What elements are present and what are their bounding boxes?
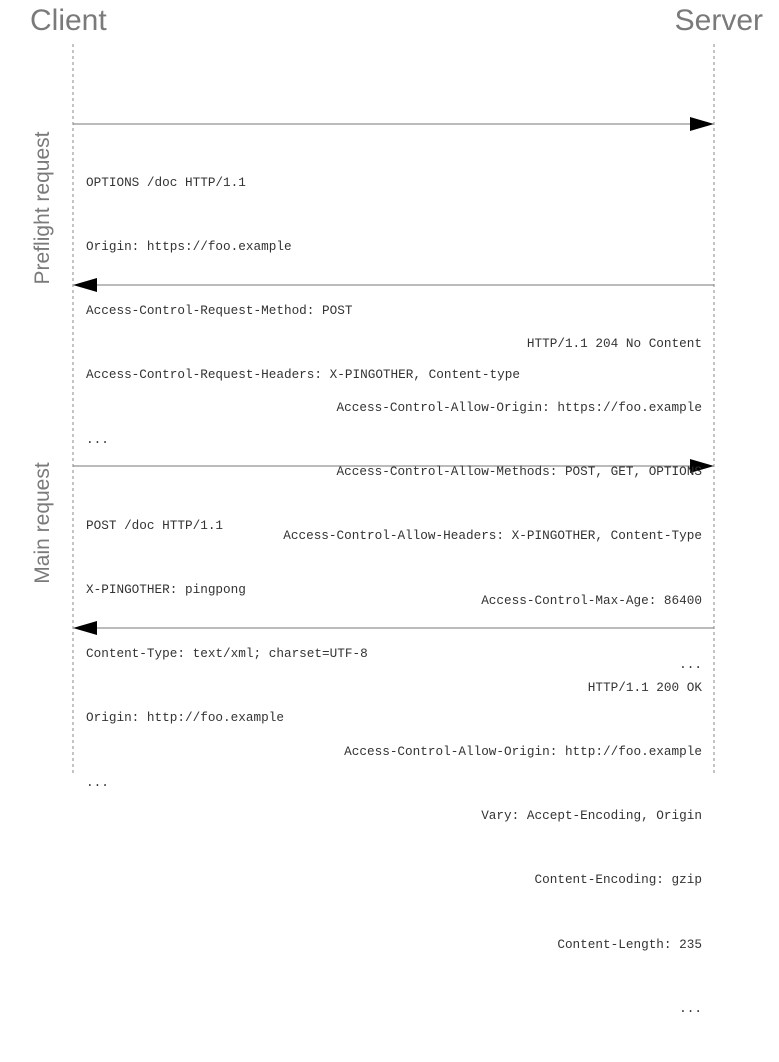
- main-response-arrow: [73, 621, 714, 635]
- message-line: HTTP/1.1 200 OK: [587, 679, 702, 695]
- message-line: ...: [679, 1000, 702, 1016]
- message-line: Access-Control-Request-Headers: X-PINGOT…: [86, 367, 520, 383]
- message-line: Access-Control-Request-Method: POST: [86, 303, 353, 319]
- message-line: Access-Control-Allow-Methods: POST, GET,…: [336, 464, 702, 480]
- main-request-message: POST /doc HTTP/1.1 X-PINGOTHER: pingpong…: [86, 472, 368, 836]
- preflight-response-arrow: [73, 278, 714, 292]
- message-line: POST /doc HTTP/1.1: [86, 517, 224, 533]
- message-line: Access-Control-Allow-Headers: X-PINGOTHE…: [283, 528, 702, 544]
- message-line: Access-Control-Max-Age: 86400: [481, 592, 702, 608]
- server-label: Server: [674, 4, 763, 37]
- preflight-request-message: OPTIONS /doc HTTP/1.1 Origin: https://fo…: [86, 129, 520, 493]
- message-line: X-PINGOTHER: pingpong: [86, 582, 246, 598]
- message-line: HTTP/1.1 204 No Content: [526, 335, 702, 351]
- message-line: ...: [679, 656, 702, 672]
- message-line: ...: [86, 774, 109, 790]
- message-line: OPTIONS /doc HTTP/1.1: [86, 174, 246, 190]
- diagram-canvas: [72, 44, 715, 775]
- message-line: Content-Encoding: gzip: [534, 872, 702, 888]
- message-line: Access-Control-Allow-Origin: https://foo…: [336, 400, 702, 416]
- message-line: Content-Length: 235: [557, 936, 702, 952]
- client-label: Client: [30, 4, 107, 37]
- main-phase-text: Main request: [31, 462, 54, 584]
- message-line: Origin: http://foo.example: [86, 710, 284, 726]
- message-line: ...: [86, 431, 109, 447]
- message-line: Content-Type: text/xml; charset=UTF-8: [86, 646, 368, 662]
- preflight-request-arrow: [73, 117, 714, 131]
- preflight-response-message: HTTP/1.1 204 No Content Access-Control-A…: [283, 290, 702, 718]
- message-line: Origin: https://foo.example: [86, 239, 292, 255]
- sequence-diagram: Client Server Preflight request Main req…: [30, 4, 763, 1016]
- main-request-arrow: [73, 459, 714, 473]
- message-line: Vary: Accept-Encoding, Origin: [481, 808, 702, 824]
- main-response-message: HTTP/1.1 200 OK Access-Control-Allow-Ori…: [344, 634, 702, 1062]
- message-line: Access-Control-Allow-Origin: http://foo.…: [344, 744, 702, 760]
- preflight-phase-text: Preflight request: [31, 131, 54, 285]
